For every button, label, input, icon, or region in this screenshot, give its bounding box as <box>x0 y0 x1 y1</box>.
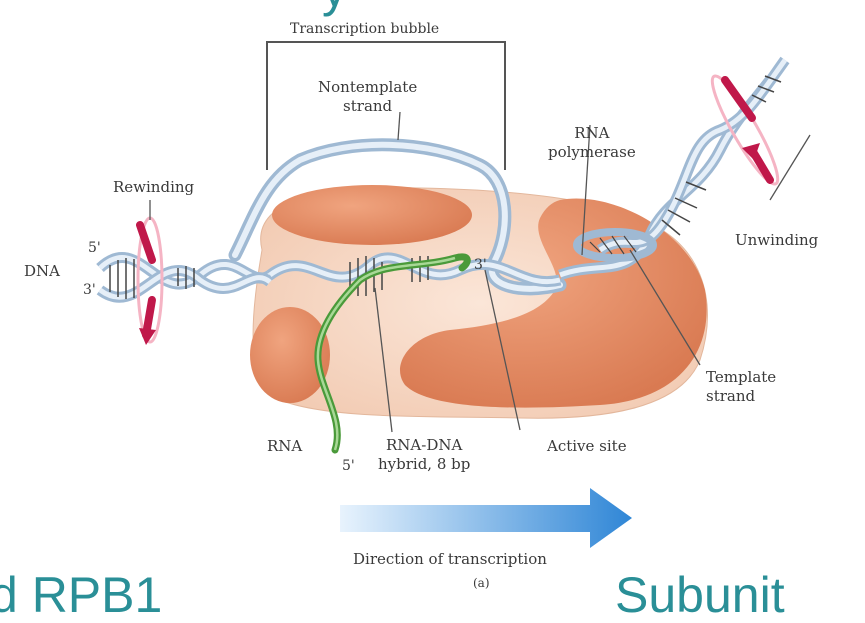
three-prime-left-label: 3' <box>83 282 96 300</box>
polymerase-upper-lobe <box>272 185 472 245</box>
direction-label: Direction of transcription <box>353 550 547 569</box>
direction-arrow <box>340 488 632 548</box>
rna-dna-hybrid-label: RNA-DNA hybrid, 8 bp <box>378 436 470 474</box>
panel-label: (a) <box>473 576 490 591</box>
three-prime-rna-label: 3' <box>474 257 487 275</box>
transcription-bubble-label: Transcription bubble <box>290 21 439 39</box>
left-dna-helix <box>100 257 270 299</box>
rna-polymerase-diagram <box>0 0 865 598</box>
five-prime-left-label: 5' <box>88 240 101 258</box>
slide-bottom-left-text: d RPB1 <box>0 570 162 620</box>
slide-bottom-right-text: Subunit <box>615 570 785 620</box>
nontemplate-strand-label: Nontemplate strand <box>318 78 417 116</box>
unwinding-label: Unwinding <box>735 231 818 250</box>
transcription-figure: Transcription bubble Nontemplate strand … <box>0 0 865 598</box>
rna-label: RNA <box>267 437 302 456</box>
dna-label: DNA <box>24 262 60 281</box>
template-strand-label: Template strand <box>706 368 776 406</box>
rewinding-label: Rewinding <box>113 178 194 197</box>
active-site-label: Active site <box>547 437 627 456</box>
rna-polymerase-label: RNA polymerase <box>548 124 636 162</box>
five-prime-rna-label: 5' <box>342 458 355 476</box>
slide-title-fragment: y <box>322 0 347 14</box>
